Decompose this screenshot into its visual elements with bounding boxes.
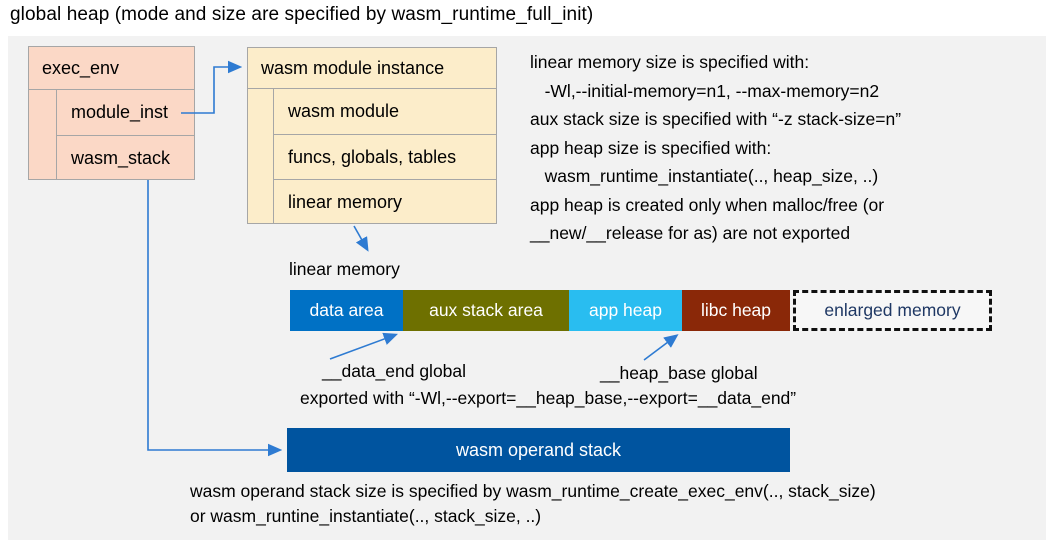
- module-instance-row-wasm-module: wasm module: [288, 101, 400, 121]
- diagram-title: global heap (mode and size are specified…: [10, 4, 594, 25]
- memory-size-notes: linear memory size is specified with: -W…: [530, 48, 901, 248]
- segment-aux-stack-area: aux stack area: [403, 290, 569, 331]
- note-line: app heap is created only when malloc/fre…: [530, 194, 885, 215]
- exec-env-box: exec_env module_inst wasm_stack: [28, 46, 195, 180]
- linear-memory-bar: data area aux stack area app heap libc h…: [290, 290, 790, 331]
- segment-data-area: data area: [290, 290, 403, 331]
- note-line: wasm operand stack size is specified by …: [190, 481, 876, 501]
- wasm-operand-stack-bar: wasm operand stack: [287, 428, 790, 472]
- operand-stack-notes: wasm operand stack size is specified by …: [190, 479, 876, 528]
- note-line: __new/__release for as) are not exported: [530, 223, 851, 243]
- module-instance-indent-gutter: [248, 89, 274, 224]
- module-instance-row-funcs-globals-tables: funcs, globals, tables: [274, 134, 496, 179]
- wasm-module-instance-box: wasm module instance wasm module funcs, …: [247, 47, 497, 224]
- exec-env-indent-gutter: [29, 90, 57, 180]
- note-line: app heap size is specified with:: [530, 137, 772, 158]
- segment-libc-heap: libc heap: [682, 290, 790, 331]
- exec-env-header: exec_env: [29, 47, 194, 90]
- data-end-global-label: __data_end global: [322, 361, 467, 381]
- export-flags-label: exported with “-Wl,--export=__heap_base,…: [300, 388, 797, 408]
- module-instance-row-linear-memory: linear memory: [274, 179, 496, 224]
- exec-env-row-module-inst: module_inst: [71, 102, 169, 122]
- wasm-module-instance-header: wasm module instance: [248, 48, 496, 89]
- note-line: linear memory size is specified with:: [530, 52, 810, 72]
- note-line: or wasm_runtine_instantiate(.., stack_si…: [190, 505, 542, 526]
- linear-memory-label: linear memory: [289, 259, 400, 279]
- note-line: wasm_runtime_instantiate(.., heap_size, …: [530, 166, 879, 186]
- exec-env-row-wasm-stack: wasm_stack: [57, 135, 194, 180]
- note-line: -Wl,--initial-memory=n1, --max-memory=n2: [530, 80, 880, 101]
- heap-base-global-label: __heap_base global: [600, 363, 758, 383]
- note-line: aux stack size is specified with “-z sta…: [530, 109, 902, 129]
- segment-enlarged-memory: enlarged memory: [793, 290, 992, 331]
- segment-app-heap: app heap: [569, 290, 682, 331]
